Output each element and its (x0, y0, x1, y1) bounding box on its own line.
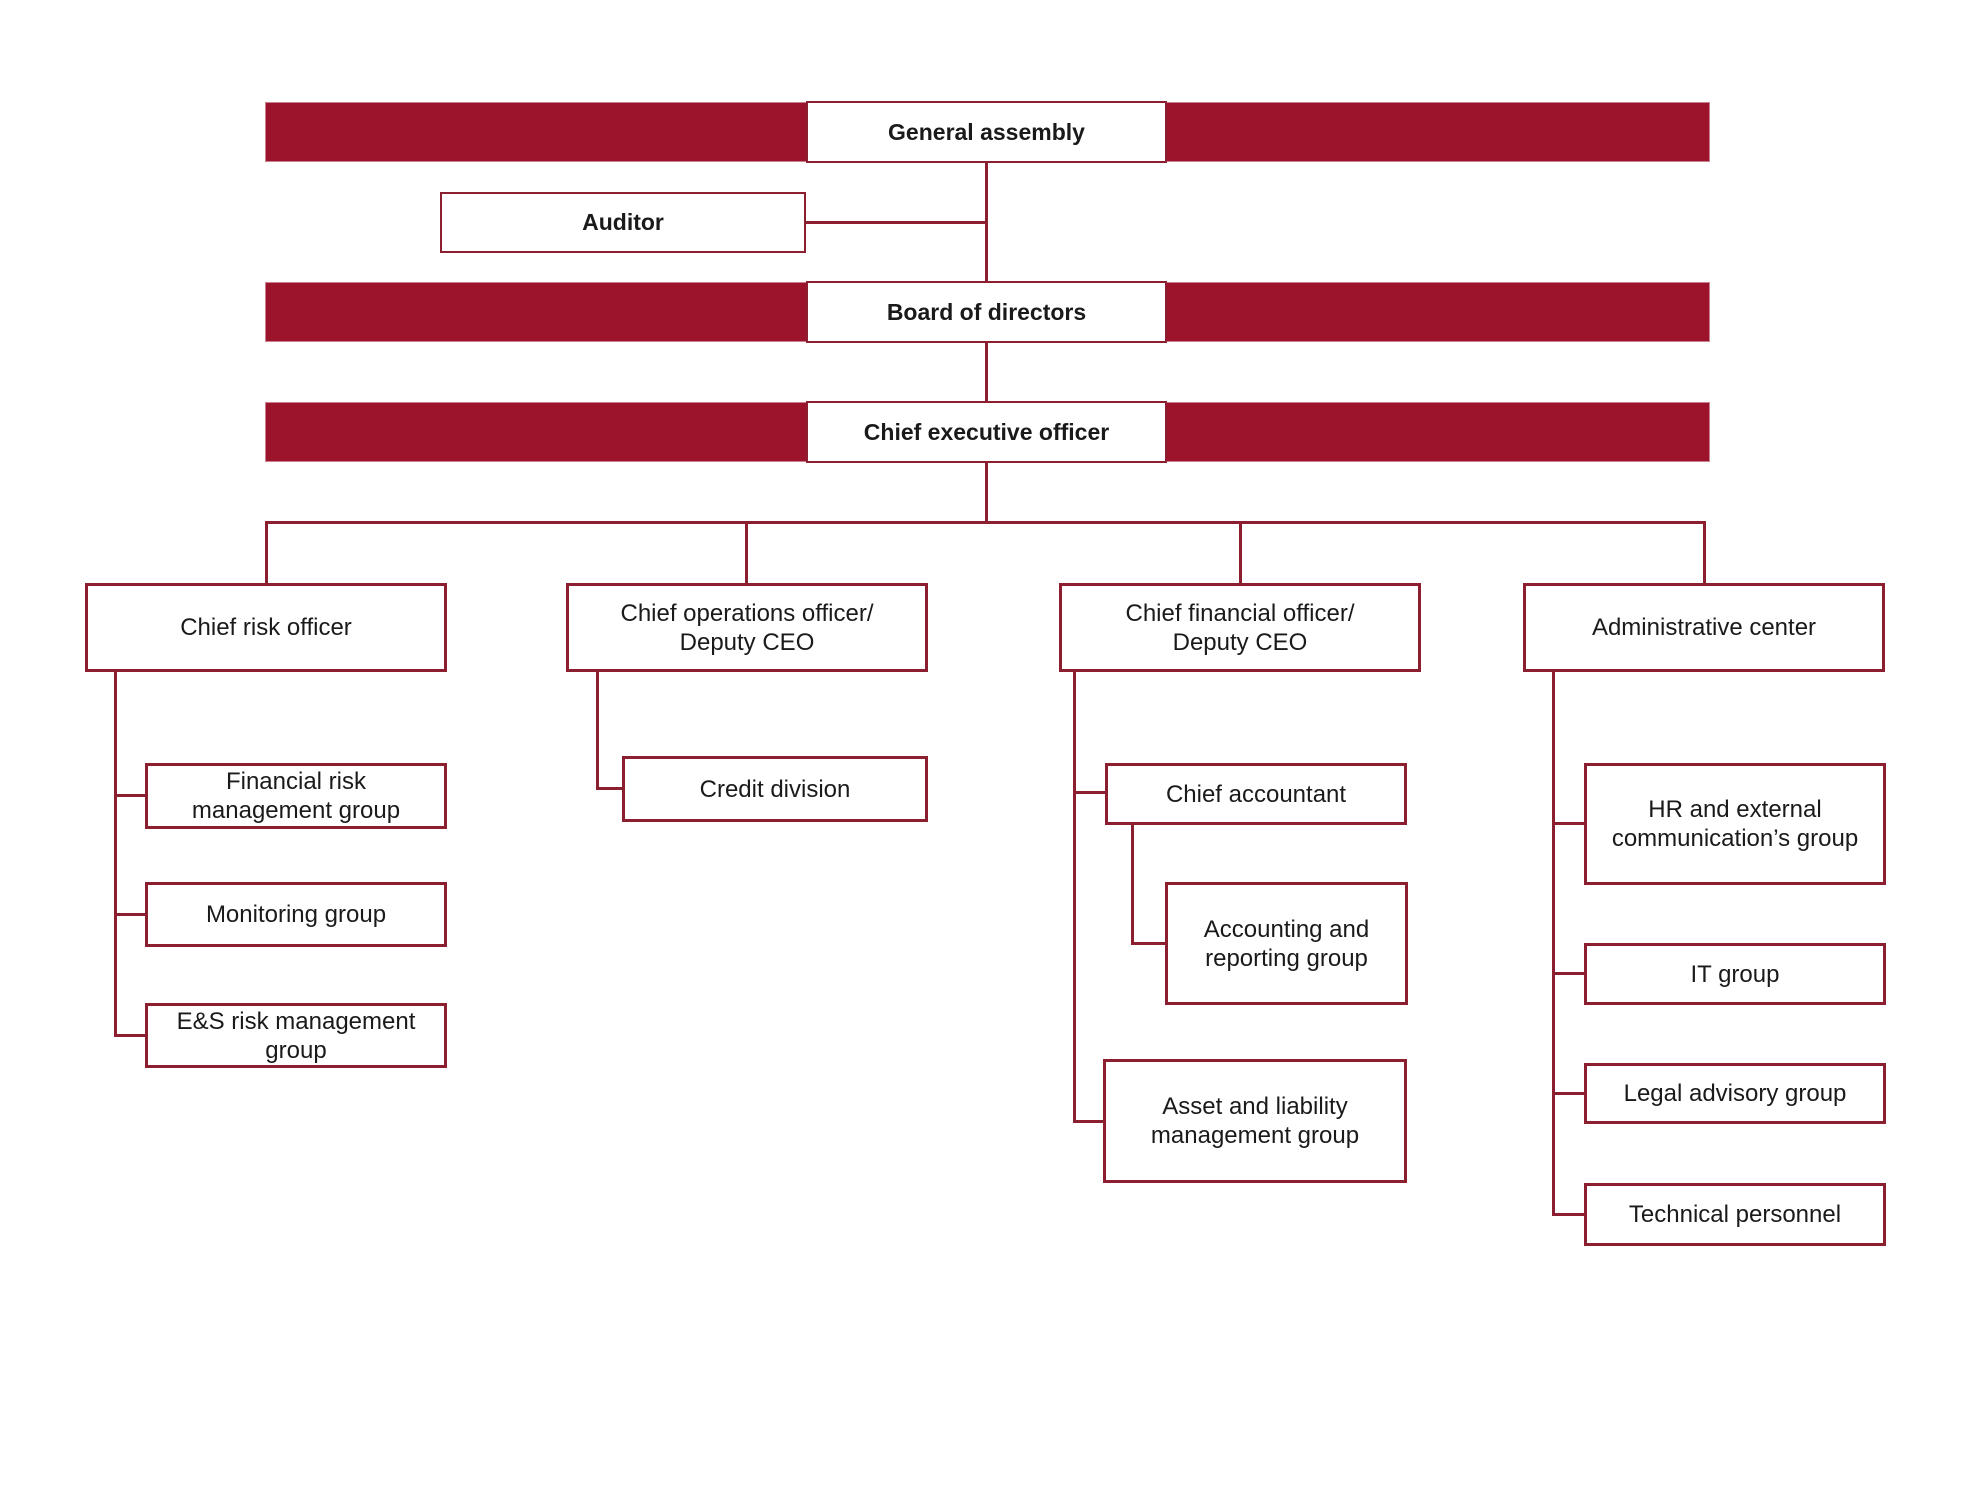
connector-drop-cfo (1239, 521, 1242, 583)
node-hr-external-communications-group: HR and external communication’s group (1584, 763, 1886, 885)
connector-trunk-admin (1552, 672, 1555, 1216)
connector-distribution (265, 521, 1705, 524)
node-es-risk-management-group: E&S risk management group (145, 1003, 447, 1068)
node-accounting-reporting-group: Accounting and reporting group (1165, 882, 1408, 1005)
connector-stub-legal (1552, 1092, 1586, 1095)
connector-trunk-coo (596, 670, 599, 790)
connector-spine-ceo-dist (985, 462, 988, 523)
node-financial-risk-management-group: Financial risk management group (145, 763, 447, 829)
node-general-assembly: General assembly (806, 101, 1167, 163)
connector-spine-bod-ceo (985, 342, 988, 402)
connector-stub-it (1552, 972, 1586, 975)
connector-drop-cro (265, 521, 268, 583)
node-administrative-center: Administrative center (1523, 583, 1885, 672)
connector-stub-es-risk (114, 1034, 147, 1037)
node-ceo: Chief executive officer (806, 401, 1167, 463)
connector-stub-technical (1552, 1213, 1586, 1216)
node-asset-liability-management-group: Asset and liability management group (1103, 1059, 1407, 1183)
connector-drop-coo (745, 521, 748, 583)
node-technical-personnel: Technical personnel (1584, 1183, 1886, 1246)
node-chief-financial-officer: Chief financial officer/ Deputy CEO (1059, 583, 1421, 672)
connector-trunk-cro (114, 672, 117, 1036)
connector-stub-accounting-reporting (1131, 942, 1167, 945)
connector-stub-hr (1552, 822, 1586, 825)
node-monitoring-group: Monitoring group (145, 882, 447, 947)
connector-stub-financial-risk (114, 794, 147, 797)
connector-stub-credit (596, 787, 624, 790)
node-credit-division: Credit division (622, 756, 928, 822)
connector-stub-asset-liability (1073, 1120, 1105, 1123)
node-it-group: IT group (1584, 943, 1886, 1005)
connector-drop-admin (1703, 521, 1706, 583)
node-board-of-directors: Board of directors (806, 281, 1167, 343)
node-chief-operations-officer: Chief operations officer/ Deputy CEO (566, 583, 928, 672)
node-legal-advisory-group: Legal advisory group (1584, 1063, 1886, 1124)
node-chief-risk-officer: Chief risk officer (85, 583, 447, 672)
connector-stub-chief-accountant (1073, 791, 1107, 794)
connector-stub-monitoring (114, 913, 147, 916)
node-chief-accountant: Chief accountant (1105, 763, 1407, 825)
connector-auditor (806, 221, 987, 224)
connector-trunk-cfo (1073, 672, 1076, 1123)
node-auditor: Auditor (440, 192, 806, 253)
connector-trunk-chief-accountant (1131, 825, 1134, 945)
